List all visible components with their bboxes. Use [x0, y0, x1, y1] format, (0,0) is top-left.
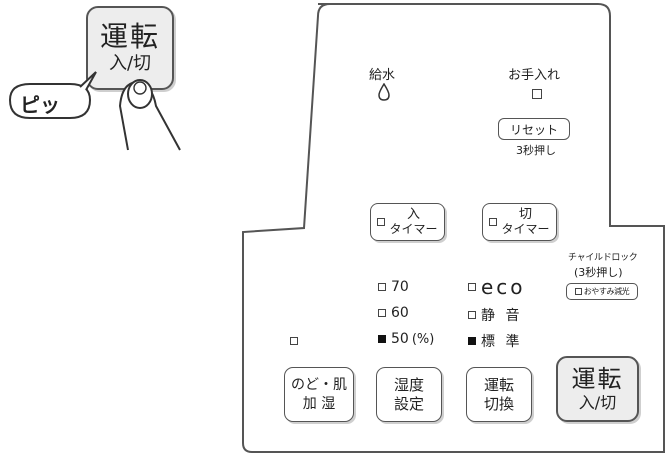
child-lock-hint: (3秒押し) [574, 266, 623, 279]
mode-switch-button[interactable]: 運転 切換 [466, 367, 532, 422]
humidity-setting-button[interactable]: 湿度 設定 [376, 367, 442, 422]
sound-label: ピッ [20, 93, 60, 117]
timer-off-indicator [489, 218, 498, 226]
water-supply-label: 給水 [369, 68, 396, 83]
mode-eco: eco [468, 277, 526, 297]
mode-quiet-indicator [468, 311, 476, 319]
humidity-50-indicator [378, 335, 386, 343]
reset-hint: 3秒押し [516, 144, 556, 157]
throat-skin-line1: のど・肌 [291, 376, 347, 393]
humidity-unit: (%) [411, 331, 435, 347]
mode-standard-label: 標 準 [481, 334, 523, 350]
reset-button[interactable]: リセット [498, 118, 570, 140]
humidity-70-label: 70 [391, 279, 409, 295]
humidity-setting-line2: 設定 [393, 394, 424, 413]
humidity-50-label: 50 [391, 331, 409, 347]
water-drop-icon [378, 83, 390, 101]
humidity-level-60: 60 [378, 305, 409, 321]
throat-skin-indicator [290, 337, 298, 345]
child-lock-label: チャイルドロック [568, 253, 638, 263]
timer-on-line2: タイマー [389, 221, 438, 236]
power-button-line1: 運転 [571, 365, 624, 393]
mode-standard: 標 準 [468, 331, 522, 351]
mode-quiet: 静 音 [468, 305, 522, 325]
power-button[interactable]: 運転 入/切 [556, 356, 639, 422]
timer-off-line1: 切 [518, 206, 532, 222]
mode-standard-indicator [468, 337, 476, 345]
maintenance-indicator [532, 89, 542, 99]
mode-switch-line2: 切換 [483, 394, 514, 413]
timer-off-line2: タイマー [501, 221, 550, 236]
humidity-60-indicator [378, 309, 386, 317]
humidity-60-label: 60 [391, 305, 409, 321]
mode-quiet-label: 静 音 [481, 308, 523, 324]
humidity-setting-line1: 湿度 [393, 375, 424, 394]
timer-on-line1: 入 [406, 206, 420, 222]
timer-on-indicator [377, 218, 386, 226]
mode-eco-indicator [468, 283, 476, 291]
power-button-line2: 入/切 [578, 393, 617, 412]
humidity-70-indicator [378, 283, 386, 291]
mode-switch-line1: 運転 [483, 375, 514, 394]
illustration-power-line2: 入/切 [108, 53, 152, 74]
humidity-level-50: 50 (%) [378, 331, 434, 347]
timer-on-button[interactable]: 入 タイマー [370, 203, 445, 241]
illustration-power-button: 運転 入/切 [86, 6, 174, 90]
pressing-finger-icon [8, 71, 181, 151]
throat-skin-humidify-button[interactable]: のど・肌 加 湿 [284, 367, 354, 422]
dim-light-indicator [574, 288, 582, 295]
mode-eco-label: eco [481, 275, 526, 299]
illustration-power-line1: 運転 [99, 20, 160, 53]
timer-off-button[interactable]: 切 タイマー [482, 203, 557, 241]
dim-light-button[interactable]: おやすみ減光 [566, 283, 638, 300]
reset-button-label: リセット [509, 122, 558, 137]
maintenance-label: お手入れ [508, 68, 561, 83]
throat-skin-line2: 加 湿 [302, 395, 336, 412]
dim-light-label: おやすみ減光 [583, 287, 630, 296]
humidity-level-70: 70 [378, 279, 409, 295]
